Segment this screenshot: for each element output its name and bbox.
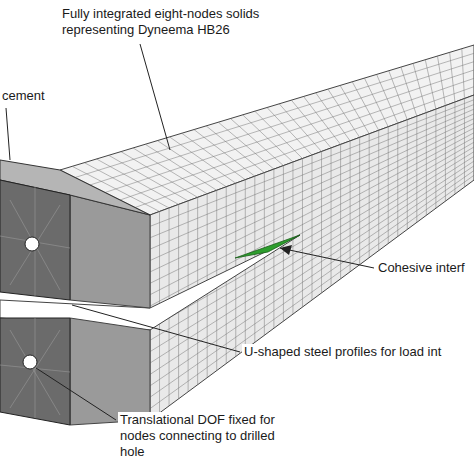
beam-side-face [150, 95, 474, 420]
mesh-line [150, 104, 474, 237]
callout-label: U-shaped steel profiles for load int [242, 344, 443, 360]
upper-steel-profile [0, 180, 70, 300]
mesh-line [120, 78, 474, 200]
mesh-line [150, 100, 474, 227]
mesh-line [150, 166, 474, 386]
mesh-line [150, 156, 474, 363]
lower-steel-profile [0, 318, 70, 425]
drilled-hole [25, 237, 39, 251]
callout-label: Fully integrated eight-nodes solids repr… [60, 6, 294, 38]
mesh-line [150, 123, 474, 283]
cohesive-interface [235, 235, 300, 258]
drilled-hole [23, 355, 37, 369]
mesh-line [150, 161, 474, 374]
mesh-line [150, 119, 474, 272]
callout-label: Translational DOF fixed for nodes connec… [118, 412, 297, 460]
mesh-line [150, 142, 474, 329]
mesh-line [150, 147, 474, 340]
callout-label: cement [0, 88, 47, 104]
mesh-line [150, 133, 474, 306]
mesh-line [150, 152, 474, 352]
leader-arrowhead [280, 245, 292, 255]
leader-lines [6, 44, 374, 420]
callout-label: Cohesive interf [376, 260, 467, 276]
mesh-line [150, 128, 474, 295]
mesh-line [90, 62, 474, 185]
mesh-line [150, 109, 474, 249]
lower-arm-end [70, 318, 150, 425]
mesh-line [135, 87, 474, 208]
